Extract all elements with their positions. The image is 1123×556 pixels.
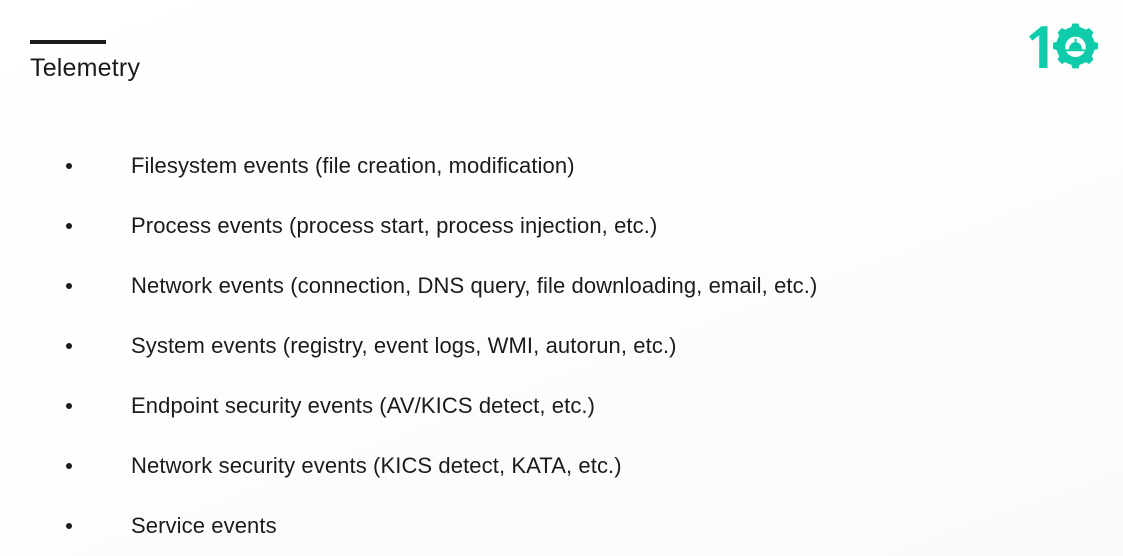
logo-digit-one [1029, 26, 1048, 68]
list-item-label: System events (registry, event logs, WMI… [131, 332, 677, 358]
list-item: Endpoint security events (AV/KICS detect… [0, 376, 1123, 436]
list-item: Process events (process start, process i… [0, 196, 1123, 256]
list-item-label: Network events (connection, DNS query, f… [131, 272, 818, 298]
title-rule [30, 40, 106, 44]
bullet-dot-icon [66, 523, 72, 529]
bullet-dot-icon [66, 343, 72, 349]
bullet-dot-icon [66, 283, 72, 289]
list-item: Network events (connection, DNS query, f… [0, 256, 1123, 316]
list-item-label: Network security events (KICS detect, KA… [131, 452, 622, 478]
list-item-label: Endpoint security events (AV/KICS detect… [131, 392, 596, 418]
list-item-label: Process events (process start, process i… [131, 212, 658, 238]
list-item-label: Service events [131, 512, 277, 538]
logo-svg [1029, 23, 1098, 69]
bullet-dot-icon [66, 163, 72, 169]
brand-logo [1025, 23, 1101, 71]
hardhat-icon [1066, 38, 1085, 52]
bullet-dot-icon [66, 223, 72, 229]
list-item-label: Filesystem events (file creation, modifi… [131, 152, 575, 178]
bullet-dot-icon [66, 463, 72, 469]
gear-icon [1053, 23, 1098, 69]
slide-header: Telemetry [30, 40, 140, 81]
list-item: System events (registry, event logs, WMI… [0, 316, 1123, 376]
bullet-dot-icon [66, 403, 72, 409]
telemetry-bullet-list: Filesystem events (file creation, modifi… [0, 136, 1123, 556]
list-item: Service events [0, 496, 1123, 556]
list-item: Network security events (KICS detect, KA… [0, 436, 1123, 496]
list-item: Filesystem events (file creation, modifi… [0, 136, 1123, 196]
page-title: Telemetry [30, 54, 141, 82]
